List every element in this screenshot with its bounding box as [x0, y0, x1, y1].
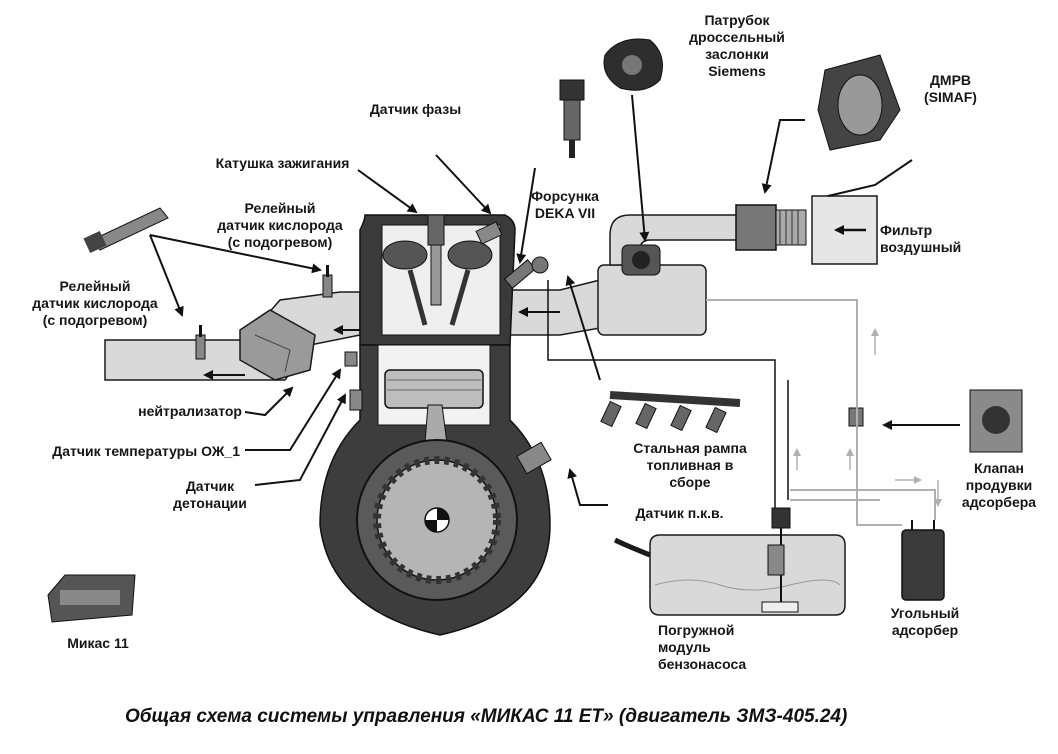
flywheel — [356, 439, 518, 601]
label-injector: Форсунка DEKA VII — [531, 188, 599, 221]
throttle-body-in-line — [621, 244, 661, 276]
charcoal-canister — [901, 520, 945, 601]
cylinder-head — [359, 214, 516, 346]
purge-valve-picture — [969, 389, 1023, 453]
vapor-flow-arrows — [793, 328, 942, 507]
label-throttle-body: Патрубок дроссельный заслонки Siemens — [689, 12, 785, 79]
ecu-picture — [47, 574, 136, 623]
catalyst-converter — [239, 309, 316, 381]
fuel-pump-module — [761, 507, 799, 613]
fuel-rail — [600, 391, 741, 434]
label-air-filter: Фильтр воздушный — [880, 222, 962, 255]
label-o2-sensor-upper: Релейный датчик кислорода (с подогревом) — [217, 200, 343, 250]
air-filter-box — [811, 195, 878, 265]
label-coolant-temp: Датчик температуры ОЖ_1 — [52, 443, 240, 459]
fuel-lines — [547, 280, 789, 508]
injector-in-head — [503, 256, 549, 289]
label-dmrv: ДМРВ (SIMAF) — [924, 72, 977, 105]
engine-side-sensors — [344, 351, 552, 475]
label-catalyst: нейтрализатор — [138, 403, 242, 419]
label-crank-sensor: Датчик п.к.в. — [635, 505, 724, 521]
diagram-caption: Общая схема системы управления «МИКАС 11… — [125, 706, 848, 727]
pointer-arrows — [149, 94, 960, 506]
o2-sensor-upstream — [322, 265, 333, 298]
label-fuel-rail: Стальная рампа топливная в сборе — [633, 440, 747, 490]
label-purge-valve: Клапан продувки адсорбера — [961, 460, 1037, 510]
fuel-tank — [613, 534, 846, 616]
injector-picture — [559, 79, 585, 158]
label-canister: Угольный адсорбер — [890, 605, 960, 638]
dmrv-picture — [817, 54, 901, 151]
label-knock-sensor: Датчик детонации — [173, 478, 247, 511]
vapor-lines — [706, 299, 936, 526]
dmrv-in-line — [735, 204, 807, 251]
label-fuel-pump: Погружной модуль бензонасоса — [658, 622, 747, 672]
label-o2-sensor-lower: Релейный датчик кислорода (с подогревом) — [32, 278, 158, 328]
label-ignition-coil: Катушка зажигания — [215, 155, 350, 171]
o2-sensor-picture — [83, 207, 169, 254]
o2-sensor-downstream — [195, 325, 206, 360]
label-phase-sensor: Датчик фазы — [369, 101, 462, 117]
label-ecu: Микас 11 — [67, 635, 129, 651]
throttle-body-picture — [603, 38, 663, 91]
